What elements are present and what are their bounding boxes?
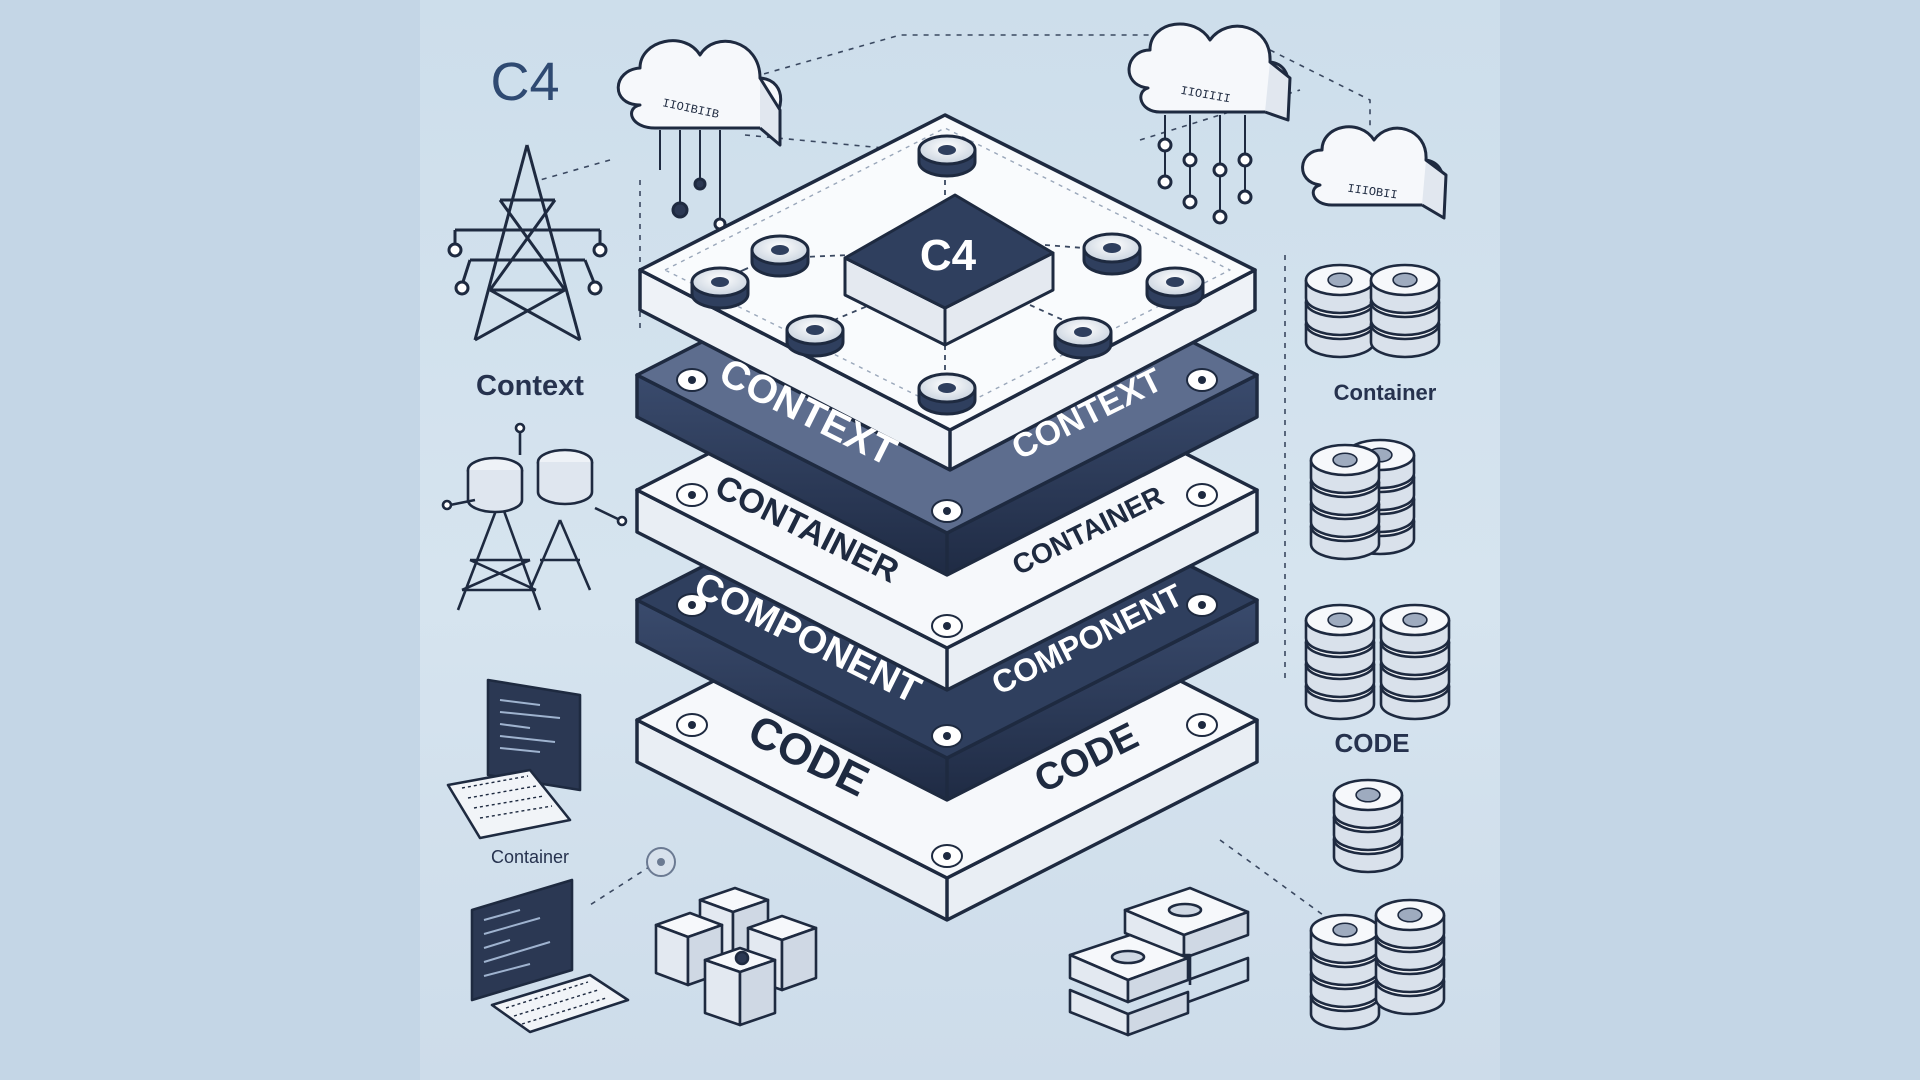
cloud-label: IIIOBII xyxy=(1346,182,1398,203)
code-modules-icon xyxy=(1068,886,1250,1037)
layer-corner-bolt xyxy=(1186,593,1218,617)
right-label-container: Container xyxy=(1334,380,1437,405)
layer-corner-bolt xyxy=(931,499,963,523)
node-puck xyxy=(1082,232,1142,276)
platform-nodes xyxy=(690,134,1205,416)
layer-corner-bolt xyxy=(676,593,708,617)
node-puck xyxy=(785,314,845,358)
layer-corner-bolt xyxy=(1186,483,1218,507)
c4-center-badge: C4 xyxy=(920,231,977,280)
database-disk xyxy=(1374,898,1446,950)
layer-corner-bolt xyxy=(931,844,963,868)
database-disk xyxy=(1379,603,1451,655)
database-disk xyxy=(1332,778,1404,830)
database-disk xyxy=(1309,443,1381,495)
component-boxes-icon xyxy=(654,886,818,1027)
database-stacks xyxy=(1304,263,1451,1031)
layer-corner-bolt xyxy=(931,614,963,638)
database-disk xyxy=(1304,603,1376,655)
database-disk xyxy=(1304,263,1376,315)
layer-corner-bolt xyxy=(676,713,708,737)
layer-corner-bolt xyxy=(1186,368,1218,392)
node-puck xyxy=(917,134,977,178)
page-title: C4 xyxy=(490,52,559,112)
transmission-tower-icon xyxy=(447,144,608,342)
network-node-icon xyxy=(646,847,676,877)
terminal-laptop-icon xyxy=(470,878,630,1034)
layer-corner-bolt xyxy=(931,724,963,748)
c4-center-block xyxy=(843,193,1055,347)
node-puck xyxy=(917,372,977,416)
node-puck xyxy=(750,234,810,278)
layer-corner-bolt xyxy=(676,368,708,392)
database-disk xyxy=(1369,263,1441,315)
cloud-icon: IIOIIII xyxy=(1127,22,1292,225)
laptop-icon xyxy=(446,678,582,840)
node-puck xyxy=(1145,266,1205,310)
right-label-code: CODE xyxy=(1334,728,1409,758)
layer-corner-bolt xyxy=(1186,713,1218,737)
left-label-context: Context xyxy=(476,370,584,402)
left-label-container: Container xyxy=(491,847,569,867)
database-disk xyxy=(1309,913,1381,965)
antenna-tower-icon xyxy=(441,422,628,611)
node-puck xyxy=(1053,316,1113,360)
layer-corner-bolt xyxy=(676,483,708,507)
cloud-icon: IIIOBII xyxy=(1301,125,1448,220)
node-puck xyxy=(690,266,750,310)
cloud-icon: IIOIBIIB xyxy=(616,39,783,231)
